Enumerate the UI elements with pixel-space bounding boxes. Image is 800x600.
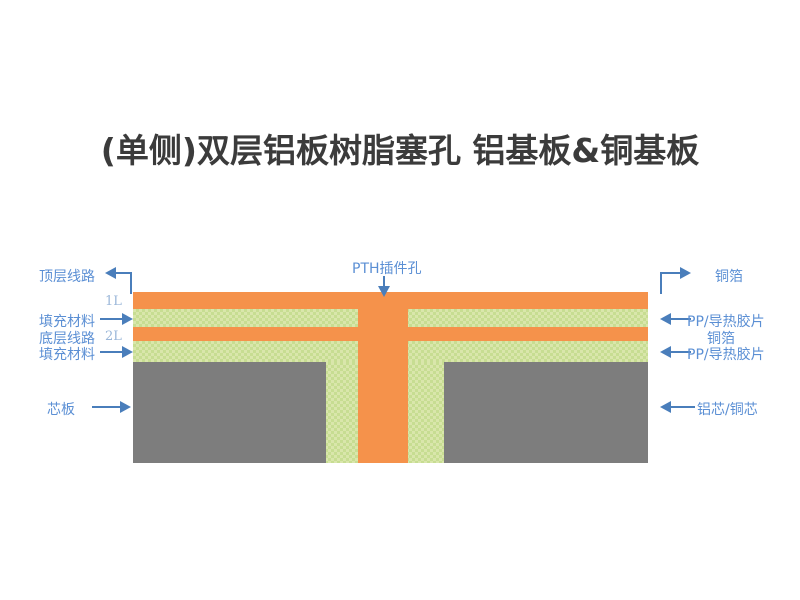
label-bottom-circuit: 底层线路 <box>39 331 95 347</box>
label-copper-foil-top: 铜箔 <box>715 269 743 285</box>
label-fill-material-lower: 填充材料 <box>39 347 95 363</box>
arrow-left-icon-metal-core <box>660 401 671 413</box>
label-pp-upper: PP/导热胶片 <box>687 314 765 330</box>
leader-copper-foil-horizontal <box>660 272 682 274</box>
label-metal-core: 铝芯/铜芯 <box>697 402 758 418</box>
leader-copper-foil-vertical <box>660 272 662 294</box>
label-fill-material-upper: 填充材料 <box>39 314 95 330</box>
pth-plated-hole <box>358 292 408 463</box>
arrow-right-icon-fill-lower <box>122 346 133 358</box>
label-core-board: 芯板 <box>47 402 75 418</box>
pcb-cross-section <box>133 292 648 463</box>
label-copper-foil-inner: 铜箔 <box>707 331 735 347</box>
leader-pp-lower <box>669 351 691 353</box>
leader-top-circuit-horizontal <box>114 272 132 274</box>
arrow-left-icon-pp-upper <box>660 313 671 325</box>
leader-fill-lower <box>100 351 124 353</box>
core-block-left <box>133 362 326 463</box>
leader-core-board <box>92 406 122 408</box>
arrow-right-icon-core <box>120 401 131 413</box>
page-title: (单侧)双层铝板树脂塞孔 铝基板&铜基板 <box>100 131 700 170</box>
leader-metal-core <box>669 406 695 408</box>
leader-pp-upper <box>669 318 691 320</box>
label-pp-lower: PP/导热胶片 <box>687 347 765 363</box>
callout-pth-label: PTH插件孔 <box>352 261 422 277</box>
arrow-left-icon-top-circuit <box>105 267 116 279</box>
label-top-circuit: 顶层线路 <box>39 269 95 285</box>
arrow-left-icon-pp-lower <box>660 346 671 358</box>
callout-pth-line <box>383 276 385 288</box>
core-block-right <box>444 362 648 463</box>
arrow-right-icon-fill-upper <box>122 313 133 325</box>
layer-tag-1l: 1L <box>105 294 122 309</box>
leader-top-circuit-vertical <box>130 272 132 294</box>
layer-tag-2l: 2L <box>105 329 122 344</box>
arrow-right-icon-copper-foil <box>680 267 691 279</box>
leader-fill-upper <box>100 318 124 320</box>
arrow-down-icon <box>378 286 390 297</box>
